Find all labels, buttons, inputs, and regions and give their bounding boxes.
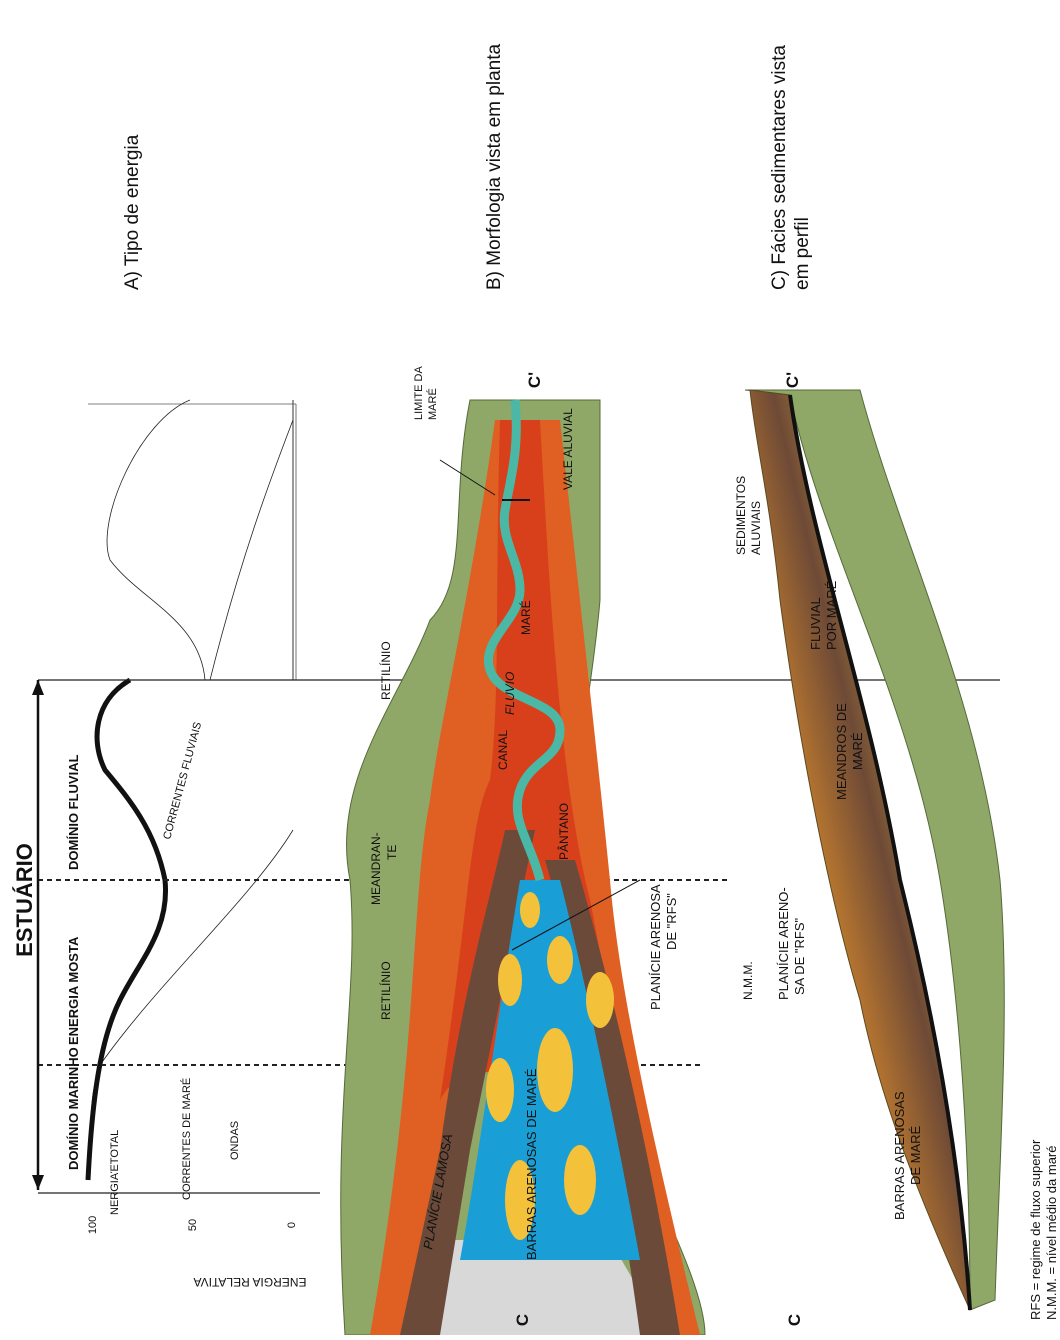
label-canal: CANAL: [496, 730, 510, 770]
label-sa-de-rfs: SA DE "RFS": [792, 917, 807, 995]
axis-tick-100: 100: [87, 1216, 99, 1234]
label-limite-1: LIMITE DA: [413, 366, 425, 420]
domain-mista: ENERGIA MOSTA: [66, 936, 81, 1045]
label-meandros-1: MEANDROS DE: [834, 703, 849, 800]
sand-bar: [564, 1145, 596, 1215]
label-energia-total: NERGIAΈTOTAL: [109, 1130, 121, 1215]
heading-a: A) Tipo de energia: [122, 134, 143, 290]
label-correntes-mare: CORRENTES DE MARÉ: [180, 1078, 193, 1200]
curve-labels: NERGIAΈTOTAL CORRENTES DE MARÉ ONDAS COR…: [109, 721, 241, 1215]
title-estuario: ESTUÁRIO: [12, 843, 37, 957]
axis-group: ENERGIA RELATIVA 100 50 0: [87, 1216, 306, 1289]
section-headings: A) Tipo de energia B) Morfologia vista e…: [122, 44, 813, 290]
label-vale-aluvial: VALE ALUVIAL: [561, 408, 575, 490]
curve-ondas: [210, 420, 293, 680]
profile-view: [745, 390, 1004, 1310]
label-correntes-fluviais: CORRENTES FLUVIAIS: [161, 721, 204, 841]
domain-marinho: DOMÍNIO MARINHO: [66, 1047, 81, 1170]
label-meandrante-2: TE: [385, 845, 399, 860]
label-barras-1: BARRAS ARENOSAS: [892, 1091, 907, 1220]
note-nmm: N.M.M. = nível médio da maré: [1044, 1146, 1059, 1320]
label-sedimentos-2: ALUVIAIS: [749, 501, 763, 555]
heading-c-line1: C) Fácies sedimentares vista: [769, 45, 790, 290]
label-fluvial: FLUVIAL: [808, 597, 823, 650]
label-por-mare: POR MARÉ: [824, 580, 839, 650]
label-retilinio-1: RETILÍNIO: [378, 961, 393, 1020]
label-meandros-2: MARÉ: [850, 732, 865, 770]
label-retilinio-2: RETILÍNIO: [378, 641, 393, 700]
energy-graph: [88, 400, 300, 1180]
label-barras-arenosas: BARRAS ARENOSAS DE MARÉ: [524, 1068, 539, 1260]
sand-bar: [520, 892, 540, 928]
sand-bar: [486, 1058, 514, 1122]
curve-correntes-mare: [107, 400, 205, 680]
marker-c-prime-profile: C': [783, 372, 802, 388]
arrow-head-bottom: [32, 1175, 44, 1190]
notes: RFS = regime de fluxo superior N.M.M. = …: [1028, 1139, 1059, 1320]
domain-fluvial: DOMÍNIO FLUVIAL: [66, 754, 81, 870]
sand-bar: [498, 954, 522, 1006]
curve-energia-total: [88, 680, 166, 1180]
label-ondas: ONDAS: [229, 1121, 241, 1160]
note-rfs: RFS = regime de fluxo superior: [1028, 1139, 1043, 1320]
label-fluvio: FLUVIO: [503, 672, 517, 715]
heading-c-line2: em perfil: [792, 217, 813, 290]
sand-bar: [537, 1028, 573, 1112]
label-mare-plan: MARÉ: [518, 600, 533, 635]
title-group: ESTUÁRIO: [12, 843, 37, 957]
marker-c-prime-plan: C': [525, 372, 544, 388]
sand-bar: [586, 972, 614, 1028]
label-barras-2: DE MARÉ: [908, 1125, 923, 1185]
sand-bar: [547, 936, 573, 984]
label-meandrante-1: MEANDRAN-: [369, 832, 383, 905]
marker-c-plan: C: [513, 1314, 532, 1326]
axis-label: ENERGIA RELATIVA: [194, 1275, 307, 1289]
axis-tick-0: 0: [286, 1222, 298, 1228]
label-planicie-arenosa-1: PLANÍCIE ARENOSA: [648, 884, 663, 1010]
arrow-head-top: [32, 680, 44, 695]
marker-c-profile: C: [785, 1314, 804, 1326]
label-limite-2: MARÉ: [426, 388, 439, 420]
label-pantano: PÂNTANO: [556, 803, 571, 860]
label-planicie-arenosa-2: DE "RFS": [664, 893, 679, 950]
heading-b: B) Morfologia vista em planta: [484, 44, 505, 290]
axis-tick-50: 50: [187, 1219, 199, 1231]
label-nmm: N.M.M.: [741, 961, 755, 1000]
label-sedimentos-1: SEDIMENTOS: [734, 476, 748, 555]
label-planicie-areno: PLANÍCIE ARENO-: [776, 887, 791, 1000]
domain-labels: DOMÍNIO MARINHO ENERGIA MOSTA DOMÍNIO FL…: [66, 754, 81, 1170]
plan-view: [341, 400, 705, 1335]
